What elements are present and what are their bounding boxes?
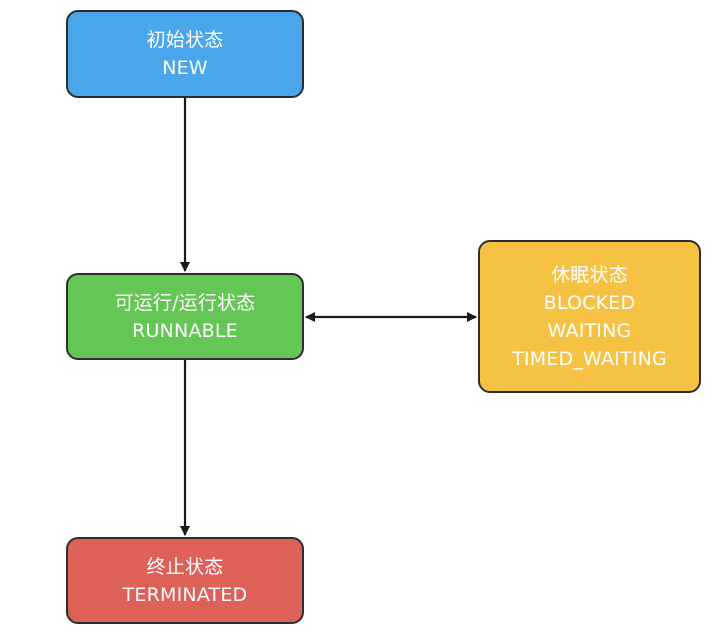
state-terminated-title: 终止状态 (146, 555, 224, 578)
state-blocked-label: BLOCKED (543, 291, 636, 314)
state-timed-waiting-label: TIMED_WAITING (512, 347, 667, 370)
state-runnable: 可运行/运行状态 RUNNABLE (66, 273, 304, 360)
state-sleeping-title: 休眠状态 (551, 263, 628, 286)
state-terminated: 终止状态 TERMINATED (66, 537, 304, 624)
state-new-title: 初始状态 (146, 29, 224, 51)
state-runnable-label: RUNNABLE (132, 319, 238, 342)
state-runnable-title: 可运行/运行状态 (114, 291, 256, 314)
state-sleeping: 休眠状态 BLOCKED WAITING TIMED_WAITING (478, 240, 701, 393)
state-terminated-label: TERMINATED (122, 583, 248, 606)
state-new-label: NEW (162, 57, 208, 79)
state-waiting-label: WAITING (547, 319, 632, 342)
state-new: 初始状态 NEW (66, 10, 304, 98)
